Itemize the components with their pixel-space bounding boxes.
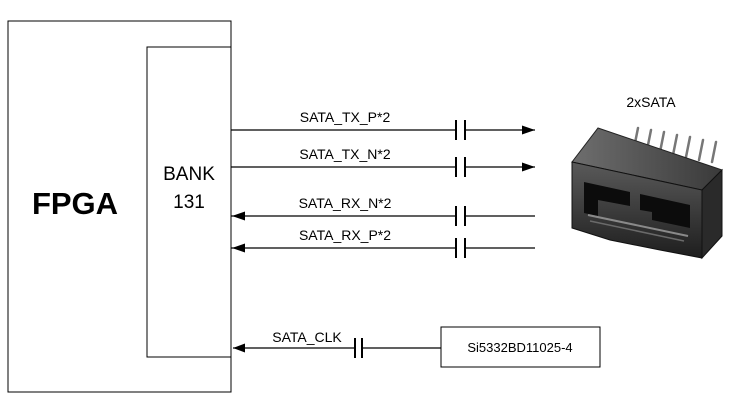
clock-source-label: Si5332BD11025-4 (467, 340, 572, 355)
signal-label: SATA_TX_P*2 (300, 109, 391, 125)
signal-arrowhead (522, 125, 535, 135)
bank-label-line2: 131 (173, 192, 205, 213)
signal-3: SATA_RX_N*2 (231, 195, 535, 226)
connector-label: 2xSATA (626, 94, 676, 110)
signal-label: SATA_RX_P*2 (299, 227, 391, 243)
bank-label-line1: BANK (163, 164, 215, 185)
signal-arrowhead (522, 162, 535, 172)
signal-label: SATA_TX_N*2 (299, 146, 391, 162)
clock-path: SATA_CLK Si5332BD11025-4 (233, 326, 601, 368)
signal-arrowhead (232, 243, 245, 253)
signal-lines: SATA_TX_P*2SATA_TX_N*2SATA_RX_N*2SATA_RX… (231, 109, 535, 258)
clock-source-box (440, 326, 601, 368)
clock-arrowhead (233, 343, 245, 353)
clock-signal-label: SATA_CLK (272, 329, 342, 345)
signal-2: SATA_TX_N*2 (231, 146, 535, 177)
sata-connector-image (571, 126, 723, 260)
signal-4: SATA_RX_P*2 (231, 227, 535, 258)
bank-box (146, 46, 232, 358)
signal-label: SATA_RX_N*2 (299, 195, 392, 211)
signal-arrowhead (232, 211, 245, 221)
signal-1: SATA_TX_P*2 (231, 109, 535, 140)
fpga-label: FPGA (32, 186, 118, 221)
